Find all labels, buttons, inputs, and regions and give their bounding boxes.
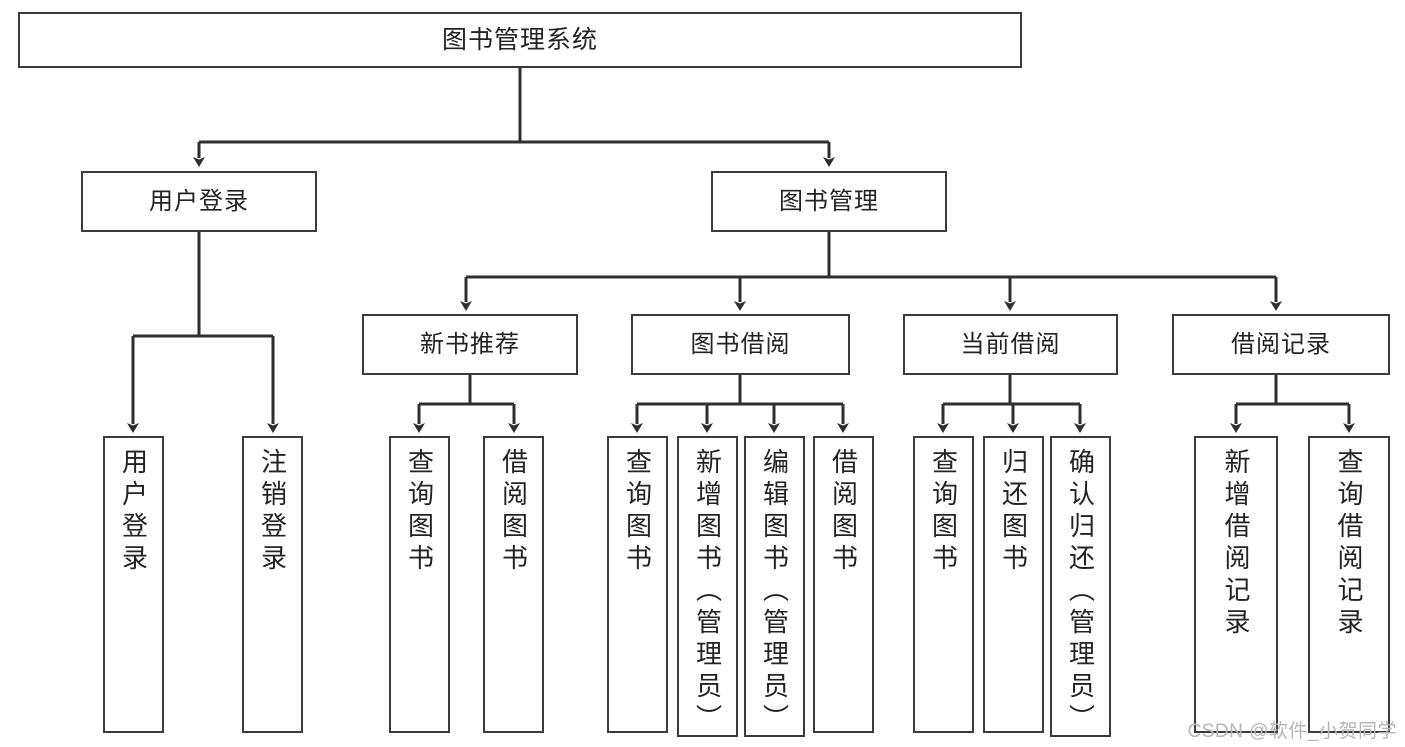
leaf-confirm-return-admin[interactable]: 确认归还（管理员） xyxy=(1050,436,1111,737)
node-borrow-record-label: 借阅记录 xyxy=(1231,330,1331,358)
node-user-login-label: 用户登录 xyxy=(149,187,249,215)
leaf-add-book-admin-label: 新增图书（管理员） xyxy=(692,448,723,736)
node-current-borrow-label: 当前借阅 xyxy=(960,330,1061,358)
node-root[interactable]: 图书管理系统 xyxy=(18,12,1022,68)
node-book-manage-label: 图书管理 xyxy=(779,187,879,215)
leaf-new-query-book-label: 查询图书 xyxy=(404,448,435,576)
leaf-new-query-book[interactable]: 查询图书 xyxy=(389,436,450,733)
leaf-return-book[interactable]: 归还图书 xyxy=(983,436,1044,733)
leaf-edit-book-admin-label: 编辑图书（管理员） xyxy=(759,448,790,736)
leaf-query-record-label: 查询借阅记录 xyxy=(1334,448,1364,640)
leaf-confirm-return-admin-label: 确认归还（管理员） xyxy=(1065,448,1096,736)
leaf-query-record[interactable]: 查询借阅记录 xyxy=(1308,436,1390,733)
node-user-login[interactable]: 用户登录 xyxy=(81,171,317,232)
leaf-edit-book-admin[interactable]: 编辑图书（管理员） xyxy=(744,436,805,737)
leaf-new-borrow-book[interactable]: 借阅图书 xyxy=(483,436,544,733)
leaf-borrow-query-book[interactable]: 查询图书 xyxy=(607,436,668,733)
node-borrow-record[interactable]: 借阅记录 xyxy=(1172,314,1390,375)
node-book-manage[interactable]: 图书管理 xyxy=(711,171,947,232)
node-current-borrow[interactable]: 当前借阅 xyxy=(903,314,1118,375)
csdn-watermark: CSDN @软件_小贺同学 xyxy=(1187,721,1397,742)
node-root-label: 图书管理系统 xyxy=(441,25,598,54)
leaf-borrow-book[interactable]: 借阅图书 xyxy=(813,436,874,733)
leaf-add-record-label: 新增借阅记录 xyxy=(1221,448,1251,640)
leaf-cur-query-book-label: 查询图书 xyxy=(928,448,959,576)
leaf-logout-label: 注销登录 xyxy=(257,448,288,576)
leaf-new-borrow-book-label: 借阅图书 xyxy=(498,448,529,576)
node-book-borrow-label: 图书借阅 xyxy=(690,330,791,358)
leaf-add-book-admin[interactable]: 新增图书（管理员） xyxy=(677,436,738,737)
leaf-cur-query-book[interactable]: 查询图书 xyxy=(913,436,974,733)
leaf-borrow-query-book-label: 查询图书 xyxy=(622,448,653,576)
leaf-user-login-label: 用户登录 xyxy=(118,448,149,576)
leaf-return-book-label: 归还图书 xyxy=(998,448,1029,576)
node-new-book-recommend[interactable]: 新书推荐 xyxy=(362,314,578,375)
node-book-borrow[interactable]: 图书借阅 xyxy=(631,314,850,375)
leaf-logout[interactable]: 注销登录 xyxy=(242,436,303,733)
leaf-add-record[interactable]: 新增借阅记录 xyxy=(1194,436,1278,733)
leaf-borrow-book-label: 借阅图书 xyxy=(828,448,859,576)
leaf-user-login[interactable]: 用户登录 xyxy=(103,436,164,733)
node-new-book-recommend-label: 新书推荐 xyxy=(420,330,520,358)
